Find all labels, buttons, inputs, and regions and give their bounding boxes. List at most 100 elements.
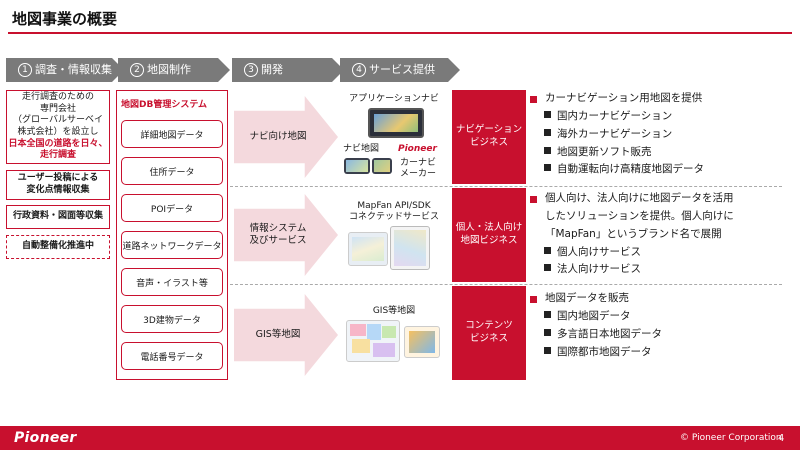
bullet-icon [544, 128, 551, 136]
content-business-description: 地図データを販売 国内地図データ 多言語日本地図データ 国際都市地図データ [530, 290, 662, 361]
bullet-icon [544, 164, 551, 172]
bullet-icon [544, 264, 551, 272]
nav-app-label: アプリケーションナビ [349, 94, 439, 104]
desc-item: 地図更新ソフト販売 [557, 145, 652, 158]
red-bullet-icon [530, 196, 537, 203]
map-business-block: 個人・法人向け地図ビジネス [452, 188, 526, 282]
gis-region [350, 324, 366, 336]
business-line: コンテンツ [465, 320, 513, 332]
pioneer-footer-logo: Pioneer [14, 430, 77, 446]
desc-item: 海外カーナビゲーション [557, 127, 673, 140]
research-text: 行政資料・図面等収集 [12, 211, 103, 222]
db-item: POIデータ [121, 194, 223, 222]
dev-label-line: 情報システム [249, 223, 307, 234]
step-label: サービス提供 [369, 63, 435, 76]
content-business-block: コンテンツビジネス [452, 286, 526, 380]
research-text: ユーザー投稿による [17, 173, 99, 184]
car-maker-label: カーナビ メーカー [394, 158, 442, 181]
car-nav-screen-image [368, 108, 424, 138]
desc-heading: したソリューションを提供。個人向けに [545, 209, 734, 222]
desc-item: 個人向けサービス [557, 245, 641, 258]
gis-region [367, 324, 381, 340]
desc-heading: 「MapFan」というブランド名で展開 [545, 227, 722, 240]
footer-bar [0, 426, 800, 450]
bullet-icon [544, 146, 551, 154]
desc-item: 法人向けサービス [557, 263, 641, 276]
mapfan-label: MapFan API/SDK コネクテッドサービス [340, 201, 448, 224]
dev-label: ナビ向け地図 [249, 131, 307, 142]
title-divider [8, 32, 792, 34]
step-number: 2 [130, 63, 144, 77]
map-thumbnail [409, 331, 435, 353]
step-label: 開発 [261, 63, 283, 76]
desc-heading: カーナビゲーション用地図を提供 [545, 92, 703, 104]
map-thumbnail [352, 237, 384, 261]
desc-item: 国内カーナビゲーション [557, 109, 673, 122]
copyright-text: © Pioneer Corporation [680, 433, 782, 443]
research-text: 走行調査のための [21, 91, 94, 102]
db-item: 3D建物データ [121, 305, 223, 333]
desc-item: 国際都市地図データ [557, 345, 652, 358]
gis-region [352, 339, 370, 353]
db-item: 音声・イラスト等 [121, 268, 223, 296]
research-highlight: 日本全国の道路を日々、 [8, 138, 108, 149]
business-line: 地図ビジネス [460, 235, 518, 246]
step-number: 1 [18, 63, 32, 77]
db-item: 道路ネットワークデータ [121, 231, 223, 259]
db-item: 住所データ [121, 157, 223, 185]
mapfan-line: コネクテッドサービス [348, 212, 439, 223]
map-thumbnail [346, 160, 368, 172]
page-number: 4 [778, 433, 785, 444]
desc-item: 国内地図データ [557, 309, 631, 322]
step-number: 4 [352, 63, 366, 77]
gis-region [373, 343, 395, 357]
red-bullet-icon [530, 96, 537, 103]
desc-heading: 地図データを販売 [545, 292, 629, 304]
research-highlight: 走行調査 [39, 150, 76, 161]
research-text: 変化点情報収集 [26, 185, 90, 195]
page-title: 地図事業の概要 [12, 10, 118, 28]
red-bullet-icon [530, 296, 537, 303]
user-report-box: ユーザー投稿による 変化点情報収集 [6, 170, 110, 200]
map-thumbnail [394, 230, 426, 266]
map-thumbnail [374, 160, 390, 172]
research-survey-box: 走行調査のための 専門会社 （グローバルサーベイ 株式会社）を設立し 日本全国の… [6, 90, 110, 164]
nav-map-label: ナビ地図 [342, 144, 379, 154]
bullet-icon [544, 346, 551, 354]
automation-box: 自動整備化推進中 [6, 235, 110, 259]
map-business-description: 個人向け、法人向けに地図データを活用 したソリューションを提供。個人向けに 「M… [530, 190, 734, 279]
research-text: 専門会社 [39, 103, 76, 114]
research-text: （グローバルサーベイ [13, 115, 103, 126]
row-divider [230, 186, 782, 187]
step-label: 地図制作 [147, 63, 191, 76]
gis-map-image [404, 326, 440, 358]
db-item: 詳細地図データ [121, 120, 223, 148]
car-maker-line: メーカー [399, 169, 436, 180]
admin-docs-box: 行政資料・図面等収集 [6, 205, 110, 229]
navigation-description: カーナビゲーション用地図を提供 国内カーナビゲーション 海外カーナビゲーション … [530, 90, 704, 179]
bullet-icon [544, 310, 551, 318]
bullet-icon [544, 110, 551, 118]
step-label: 調査・情報収集 [35, 63, 112, 76]
desc-item: 多言語日本地図データ [557, 327, 662, 340]
db-item: 電話番号データ [121, 342, 223, 370]
mapfan-screen-image [390, 226, 430, 270]
nav-device-image [344, 158, 370, 174]
gis-label: GIS等地図 [372, 306, 416, 316]
car-maker-line: カーナビ [399, 158, 436, 168]
business-line: ビジネス [469, 333, 508, 344]
bullet-icon [544, 328, 551, 336]
research-text: 自動整備化推進中 [21, 241, 94, 252]
dev-label: GIS等地図 [255, 329, 301, 340]
dev-label-line: 及びサービス [249, 234, 307, 246]
business-line: ビジネス [469, 137, 508, 148]
navigation-business-block: ナビゲーションビジネス [452, 90, 526, 184]
row-divider [230, 284, 782, 285]
desc-item: 自動運転向け高精度地図データ [557, 163, 704, 176]
mapfan-screen-image [348, 232, 388, 266]
business-line: ナビゲーション [455, 124, 523, 136]
